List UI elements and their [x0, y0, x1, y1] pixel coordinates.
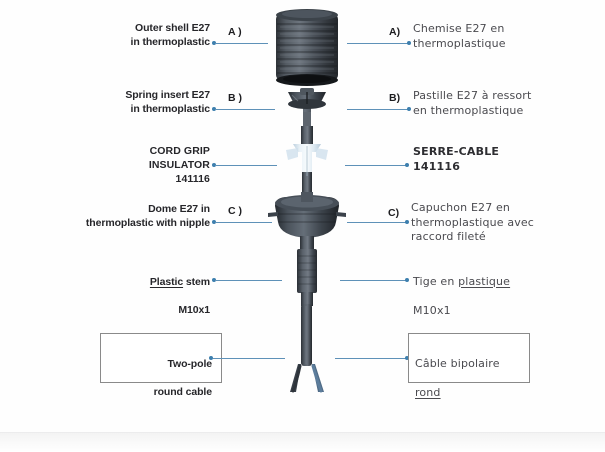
leader-dot-c0-right — [405, 163, 409, 167]
label-plastic-stem-en-rest: stem — [183, 275, 210, 288]
spring-insert-part — [288, 88, 326, 130]
cord-grip-insulator-part — [286, 126, 328, 194]
boxed-cable-fr-line2-underlined: rond — [415, 386, 441, 400]
leader-line-stem-right — [340, 280, 407, 281]
boxed-label-cable-en: Two-pole round cable — [100, 333, 222, 398]
leader-dot-c0-left — [212, 163, 216, 167]
label-plastic-stem-fr-line2: M10x1 — [413, 303, 451, 317]
leader-dot-c-left — [212, 220, 216, 224]
label-outer-shell-en: Outer shell E27 in thermoplastic — [130, 22, 211, 48]
leader-line-b-left — [215, 109, 275, 110]
boxed-label-cable-fr: Câble bipolaire rond — [408, 333, 530, 399]
leader-dot-stem-left — [212, 278, 216, 282]
product-illustration — [248, 0, 366, 400]
leader-dot-b-left — [212, 107, 216, 111]
leader-dot-a-left — [212, 41, 216, 45]
leader-line-c0-right — [345, 165, 407, 166]
leader-line-b-right — [347, 109, 409, 110]
page-bottom-band — [0, 432, 605, 452]
marker-b-left: B ) — [228, 92, 242, 104]
leader-line-cable-left — [213, 358, 285, 359]
leader-dot-a-right — [407, 41, 411, 45]
boxed-label-cable-fr-text: Câble bipolaire rond — [415, 342, 527, 401]
parts-diagram: Outer shell E27 in thermoplastic A ) A) … — [20, 0, 603, 400]
outer-shell-part — [276, 9, 338, 86]
label-plastic-stem-fr: Tige en plastique M10x1 — [413, 260, 603, 318]
marker-c-left: C ) — [228, 205, 242, 217]
boxed-cable-fr-line1: Câble bipolaire — [415, 356, 500, 370]
leader-line-stem-left — [215, 280, 282, 281]
label-plastic-stem-en-line2: M10x1 — [178, 303, 210, 316]
leader-line-c0-left — [215, 165, 277, 166]
marker-a-left: A ) — [228, 26, 242, 38]
leader-line-a-left — [215, 43, 268, 44]
label-plastic-stem-fr-pre: Tige en — [413, 274, 459, 288]
marker-b-right: B) — [389, 92, 401, 104]
leader-dot-cable-right — [405, 356, 409, 360]
boxed-cable-en-line2: round cable — [153, 386, 213, 399]
leader-dot-b-right — [407, 107, 411, 111]
label-cord-grip-fr: SERRE-CABLE 141116 — [413, 145, 500, 173]
marker-c-right: C) — [388, 207, 400, 219]
leader-dot-cable-left — [209, 356, 213, 360]
label-dome-en: Dome E27 in thermoplastic with nipple — [85, 203, 210, 229]
label-plastic-stem-en: Plastic stem M10x1 — [20, 262, 210, 317]
label-plastic-stem-en-underlined: Plastic — [149, 275, 184, 288]
plastic-stem-part — [297, 236, 317, 306]
leader-line-cable-right — [335, 358, 407, 359]
label-spring-insert-en: Spring insert E27 in thermoplastic — [125, 89, 210, 115]
leader-dot-c-right — [405, 220, 409, 224]
label-dome-fr: Capuchon E27 en thermoplastique avec rac… — [411, 201, 534, 244]
marker-a-right: A) — [389, 26, 401, 38]
leader-line-a-right — [347, 43, 409, 44]
dome-part — [268, 192, 346, 238]
leader-line-c-left — [215, 222, 272, 223]
label-spring-insert-fr: Pastille E27 à ressort en thermoplastiqu… — [413, 89, 532, 117]
leader-dot-stem-right — [405, 278, 409, 282]
label-plastic-stem-fr-underlined: plastique — [458, 274, 511, 288]
boxed-label-cable-en-text: Two-pole round cable — [108, 343, 213, 399]
boxed-cable-en-line1: Two-pole — [167, 358, 213, 371]
label-outer-shell-fr: Chemise E27 en thermoplastique — [413, 22, 506, 50]
leader-line-c-right — [347, 222, 407, 223]
label-cord-grip-en: CORD GRIP INSULATOR 141116 — [148, 145, 210, 185]
two-pole-cable-part — [290, 304, 324, 393]
